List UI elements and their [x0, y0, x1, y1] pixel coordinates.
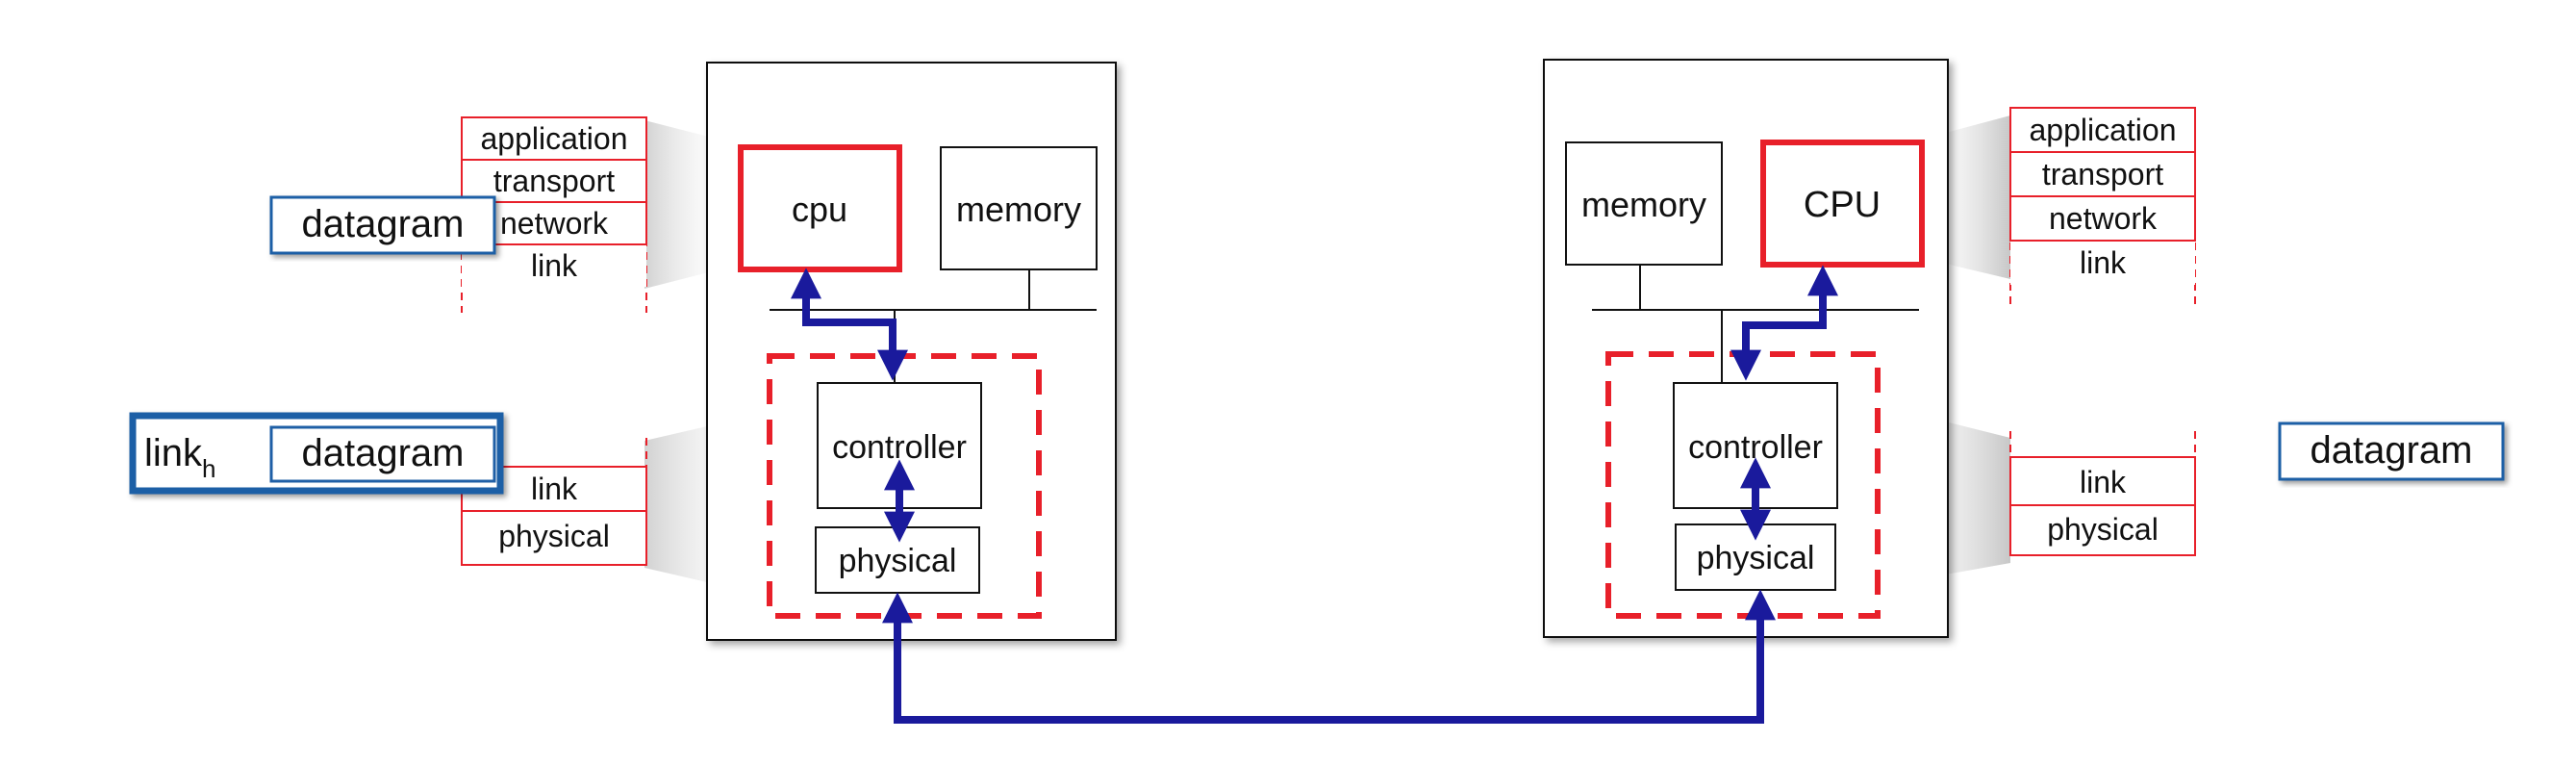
left-datagram-label: datagram	[302, 203, 465, 245]
left-lower-layer-physical: physical	[498, 519, 610, 553]
left-memory-label: memory	[956, 190, 1081, 229]
left-frame-payload-label: datagram	[302, 432, 465, 474]
left-upper-layer-application: application	[481, 121, 628, 156]
right-lower-stack: link physical	[2009, 431, 2196, 556]
left-cpu-label: cpu	[792, 190, 847, 229]
physical-link-arrow	[882, 589, 1776, 724]
right-controller-label: controller	[1688, 429, 1823, 466]
right-memory-label: memory	[1581, 185, 1706, 224]
left-frame-header-main: link	[144, 432, 203, 474]
left-frame-header: linkh	[144, 432, 216, 483]
right-upper-layer-transport: transport	[2042, 157, 2163, 192]
left-frame-header-sub: h	[202, 454, 215, 483]
right-upper-layer-application: application	[2030, 113, 2177, 147]
right-datagram-label: datagram	[2311, 429, 2473, 472]
left-controller-label: controller	[832, 429, 967, 466]
right-cpu-controller-arrow	[1730, 265, 1838, 381]
left-upper-layer-network: network	[500, 206, 609, 241]
right-physical-label: physical	[1697, 540, 1815, 576]
left-upper-layer-link: link	[531, 248, 578, 283]
right-memory-box	[1565, 141, 1723, 266]
left-frame-payload-box	[269, 425, 496, 483]
left-cpu-controller-arrow	[791, 268, 908, 381]
left-datagram-box	[269, 195, 496, 255]
right-cpu-label: CPU	[1804, 185, 1881, 225]
right-upper-layer-network: network	[2049, 201, 2158, 236]
left-lower-stack: link physical	[461, 438, 647, 566]
right-lower-layer-physical: physical	[2047, 512, 2159, 547]
left-upper-layer-transport: transport	[493, 164, 615, 198]
right-upper-stack: application transport network link	[2009, 107, 2196, 306]
right-cpu-box	[1760, 140, 1925, 268]
right-lower-layer-link: link	[2080, 465, 2127, 499]
left-memory-box	[940, 146, 1098, 270]
left-lower-layer-link: link	[531, 472, 578, 506]
left-cpu-box	[738, 144, 902, 272]
left-physical-label: physical	[839, 543, 957, 579]
right-upper-layer-link: link	[2080, 245, 2127, 280]
right-datagram-box	[2278, 421, 2505, 481]
